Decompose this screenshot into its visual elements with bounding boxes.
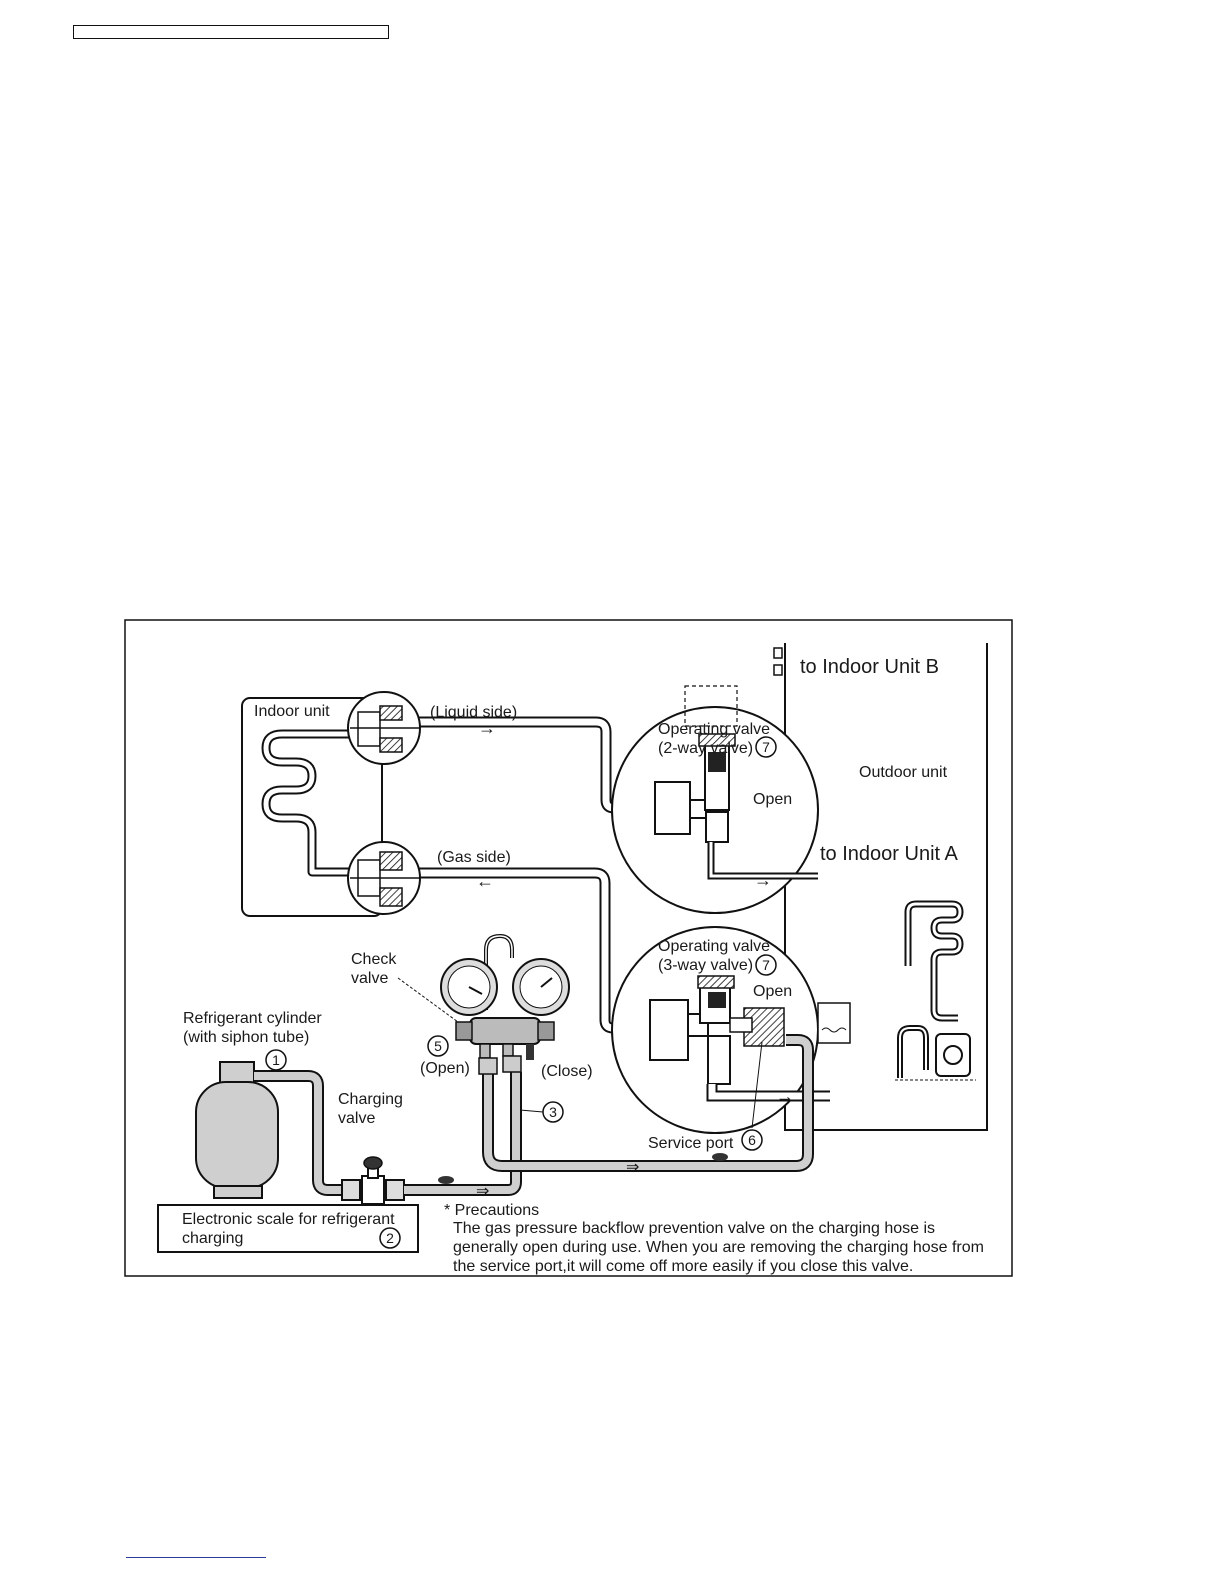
- outdoor-return-flow-arrow: →: [776, 1086, 794, 1106]
- manifold-close-label: (Close): [541, 1063, 593, 1080]
- three-way-valve: [649, 975, 830, 1102]
- svg-text:2: 2: [386, 1230, 394, 1246]
- three-way-valve-label-line2: (3-way valve): [658, 957, 753, 974]
- callout-7-two-way: 7: [755, 736, 777, 758]
- valve-connector: [817, 1002, 851, 1044]
- check-valve-label-line2: valve: [351, 970, 388, 987]
- precautions-title: * Precautions: [444, 1202, 539, 1219]
- refrigerant-cylinder-label-line1: Refrigerant cylinder: [183, 1010, 322, 1027]
- indoor-unit-box: [241, 697, 383, 917]
- liquid-side-label: (Liquid side): [430, 704, 517, 721]
- indoor-unit-label: Indoor unit: [254, 703, 330, 720]
- callout-3: 3: [542, 1101, 564, 1123]
- three-way-open-label: Open: [753, 983, 792, 1000]
- precautions-line3: the service port,it will come off more e…: [453, 1258, 913, 1275]
- service-hose-flow-arrow: ⇒: [626, 1159, 639, 1176]
- footer-line: [126, 1557, 266, 1558]
- refrigerant-cylinder: [195, 1061, 279, 1199]
- check-valve-label-line1: Check: [351, 951, 397, 968]
- two-way-valve: [654, 685, 818, 880]
- to-indoor-b-label: to Indoor Unit B: [800, 656, 939, 678]
- outdoor-unit-label: Outdoor unit: [859, 764, 948, 781]
- svg-text:7: 7: [762, 957, 770, 973]
- electronic-scale: [157, 1204, 419, 1253]
- charging-valve-label-line1: Charging: [338, 1091, 403, 1108]
- gauge-manifold: [440, 933, 570, 1075]
- outdoor-compressor: [895, 900, 976, 1081]
- charging-hose: [404, 1072, 522, 1196]
- callout-1: 1: [265, 1049, 287, 1071]
- service-port-label: Service port: [648, 1135, 734, 1152]
- manifold-open-label: (Open): [420, 1060, 470, 1077]
- gas-side-label: (Gas side): [437, 849, 511, 866]
- svg-text:1: 1: [272, 1052, 280, 1068]
- diagram-frame: [124, 619, 1013, 1277]
- scale-label-line2: charging: [182, 1230, 243, 1247]
- gas-flare-joint: [347, 841, 421, 915]
- charging-valve: [341, 1156, 405, 1205]
- charging-hose-flow-arrow: ⇒: [476, 1183, 489, 1200]
- two-way-valve-label-line2: (2-way valve): [658, 740, 753, 757]
- precautions-line2: generally open during use. When you are …: [453, 1239, 984, 1256]
- callout-2: 2: [379, 1227, 401, 1249]
- precautions-line1: The gas pressure backflow prevention val…: [453, 1220, 935, 1237]
- callout-7-three-way: 7: [755, 954, 777, 976]
- callout-5: 5: [427, 1035, 449, 1057]
- two-way-open-label: Open: [753, 791, 792, 808]
- svg-text:3: 3: [549, 1104, 557, 1120]
- header-box: [73, 25, 389, 39]
- liquid-flare-joint: [347, 691, 421, 765]
- three-way-valve-label-line1: Operating valve: [658, 938, 770, 955]
- pipe-to-indoor-b: [773, 647, 783, 676]
- outdoor-a-flow-arrow: →: [754, 870, 772, 890]
- to-indoor-a-label: to Indoor Unit A: [820, 843, 959, 865]
- charging-valve-label-line2: valve: [338, 1110, 375, 1127]
- gas-flow-arrow: ←: [476, 871, 494, 891]
- scale-label-line1: Electronic scale for refrigerant: [182, 1211, 395, 1228]
- liquid-flow-arrow: →: [478, 718, 496, 738]
- svg-text:6: 6: [748, 1132, 756, 1148]
- callout-6: 6: [741, 1129, 763, 1151]
- two-way-valve-label-line1: Operating valve: [658, 721, 770, 738]
- svg-text:5: 5: [434, 1038, 442, 1054]
- svg-text:7: 7: [762, 739, 770, 755]
- refrigerant-cylinder-label-line2: (with siphon tube): [183, 1029, 309, 1046]
